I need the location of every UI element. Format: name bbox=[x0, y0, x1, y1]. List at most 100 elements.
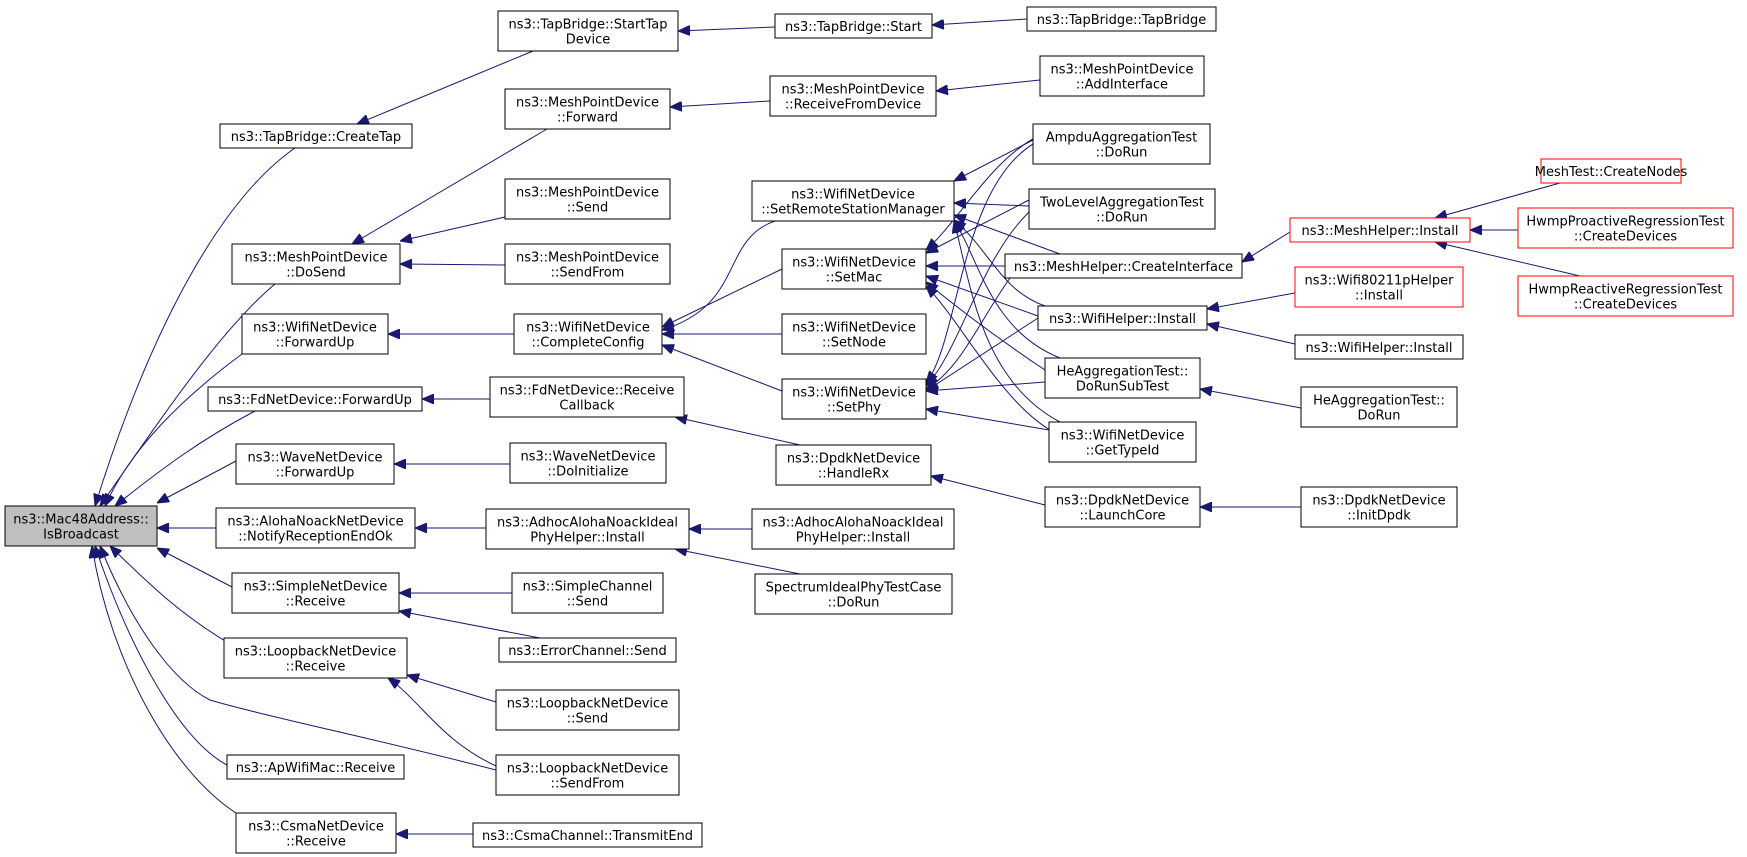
node-n50[interactable]: HwmpReactiveRegressionTest::CreateDevice… bbox=[1517, 275, 1734, 317]
node-n8[interactable]: ns3::SimpleNetDevice::Receive bbox=[231, 572, 400, 614]
node-box bbox=[1294, 266, 1464, 308]
node-n36[interactable]: AmpduAggregationTest::DoRun bbox=[1032, 123, 1211, 165]
node-n44[interactable]: ns3::Wifi80211pHelper::Install bbox=[1294, 266, 1464, 308]
node-label-line: ns3::MeshPointDevice bbox=[781, 83, 924, 98]
node-n49[interactable]: HwmpProactiveRegressionTest::CreateDevic… bbox=[1517, 207, 1734, 249]
node-n47[interactable]: ns3::DpdkNetDevice::InitDpdk bbox=[1300, 486, 1458, 528]
edge-n46-to-n40 bbox=[1200, 389, 1302, 409]
node-n1[interactable]: ns3::Mac48Address::IsBroadcast bbox=[4, 505, 158, 547]
node-n15[interactable]: ns3::MeshPointDevice::SendFrom bbox=[504, 243, 671, 285]
node-box bbox=[1026, 6, 1217, 32]
edge-n41-to-n28 bbox=[926, 286, 1051, 431]
node-label-line: ns3::LoopbackNetDevice bbox=[507, 697, 668, 712]
node-n20[interactable]: ns3::SimpleChannel::Send bbox=[511, 572, 664, 614]
node-n24[interactable]: ns3::CsmaChannel::TransmitEnd bbox=[472, 822, 703, 848]
node-box bbox=[1004, 253, 1243, 279]
node-label-line: ::InitDpdk bbox=[1347, 509, 1411, 524]
node-n31[interactable]: ns3::DpdkNetDevice::HandleRx bbox=[775, 444, 932, 486]
node-box bbox=[4, 505, 158, 547]
node-box bbox=[751, 180, 955, 222]
node-n5[interactable]: ns3::FdNetDevice::ForwardUp bbox=[207, 386, 423, 412]
node-label-line: ::Send bbox=[567, 712, 609, 727]
node-label-line: ::SetPhy bbox=[827, 401, 881, 416]
node-label-line: ns3::AlohaNoackNetDevice bbox=[227, 515, 403, 530]
node-label-line: ::SendFrom bbox=[551, 266, 625, 281]
node-label-line: DoRunSubTest bbox=[1076, 380, 1169, 395]
node-box bbox=[754, 573, 953, 615]
edge-n38-to-n27 bbox=[954, 215, 1061, 255]
node-label-line: PhyHelper::Install bbox=[530, 531, 644, 546]
node-label-line: ::LaunchCore bbox=[1080, 509, 1166, 524]
node-n14[interactable]: ns3::MeshPointDevice::Send bbox=[504, 178, 671, 220]
edge-n50-to-n43 bbox=[1435, 242, 1581, 277]
edge-n15-to-n3 bbox=[400, 264, 506, 265]
node-n39[interactable]: ns3::WifiHelper::Install bbox=[1037, 305, 1208, 331]
node-n13[interactable]: ns3::MeshPointDevice::Forward bbox=[504, 88, 671, 130]
node-n6[interactable]: ns3::WaveNetDevice::ForwardUp bbox=[235, 443, 395, 485]
node-n46[interactable]: HeAggregationTest::DoRun bbox=[1300, 386, 1458, 428]
node-n40[interactable]: HeAggregationTest::DoRunSubTest bbox=[1044, 357, 1201, 399]
node-n34[interactable]: ns3::TapBridge::TapBridge bbox=[1026, 6, 1217, 32]
node-n2[interactable]: ns3::TapBridge::CreateTap bbox=[219, 123, 413, 149]
node-box bbox=[231, 243, 401, 285]
edge-n48-to-n43 bbox=[1435, 182, 1561, 218]
node-label-line: ns3::Wifi80211pHelper bbox=[1305, 274, 1455, 289]
node-n3[interactable]: ns3::MeshPointDevice::DoSend bbox=[231, 243, 401, 285]
node-box bbox=[495, 754, 680, 796]
node-n35[interactable]: ns3::MeshPointDevice::AddInterface bbox=[1039, 55, 1205, 97]
node-n11[interactable]: ns3::CsmaNetDevice::Receive bbox=[235, 812, 397, 854]
node-box bbox=[769, 75, 937, 117]
node-box bbox=[504, 178, 671, 220]
node-n48[interactable]: MeshTest::CreateNodes bbox=[1535, 158, 1688, 184]
node-n19[interactable]: ns3::AdhocAlohaNoackIdealPhyHelper::Inst… bbox=[485, 508, 690, 550]
node-label-line: ::Send bbox=[567, 595, 609, 610]
node-label-line: ::CompleteConfig bbox=[531, 336, 644, 351]
node-n21[interactable]: ns3::ErrorChannel::Send bbox=[498, 637, 677, 663]
node-n29[interactable]: ns3::WifiNetDevice::SetNode bbox=[781, 313, 927, 355]
node-label-line: PhyHelper::Install bbox=[796, 531, 910, 546]
node-n23[interactable]: ns3::LoopbackNetDevice::SendFrom bbox=[495, 754, 680, 796]
node-n38[interactable]: ns3::MeshHelper::CreateInterface bbox=[1004, 253, 1243, 279]
node-label-line: ::ForwardUp bbox=[276, 336, 355, 351]
node-n33[interactable]: SpectrumIdealPhyTestCase::DoRun bbox=[754, 573, 953, 615]
node-n7[interactable]: ns3::AlohaNoackNetDevice::NotifyReceptio… bbox=[215, 507, 416, 549]
node-label-line: ::HandleRx bbox=[818, 467, 890, 482]
node-n10[interactable]: ns3::ApWifiMac::Receive bbox=[226, 754, 405, 780]
node-label-line: ns3::SimpleChannel bbox=[523, 580, 653, 595]
node-n25[interactable]: ns3::TapBridge::Start bbox=[774, 13, 933, 39]
node-n26[interactable]: ns3::MeshPointDevice::ReceiveFromDevice bbox=[769, 75, 937, 117]
node-label-line: ns3::ApWifiMac::Receive bbox=[236, 761, 396, 776]
node-n4[interactable]: ns3::WifiNetDevice::ForwardUp bbox=[241, 313, 389, 355]
edge-n28-to-n16 bbox=[662, 268, 783, 327]
node-n18[interactable]: ns3::WaveNetDevice::DoInitialize bbox=[509, 442, 667, 484]
edge-n11-to-n1 bbox=[92, 546, 237, 814]
node-n27[interactable]: ns3::WifiNetDevice::SetRemoteStationMana… bbox=[751, 180, 955, 222]
edge-n23-to-n1 bbox=[100, 546, 497, 771]
node-label-line: HeAggregationTest:: bbox=[1057, 365, 1189, 380]
node-label-line: ::Send bbox=[567, 201, 609, 216]
node-n30[interactable]: ns3::WifiNetDevice::SetPhy bbox=[781, 378, 927, 420]
edge-n39-to-n28 bbox=[926, 276, 1039, 317]
node-n16[interactable]: ns3::WifiNetDevice::CompleteConfig bbox=[513, 313, 663, 355]
node-n41[interactable]: ns3::WifiNetDevice::GetTypeId bbox=[1048, 421, 1197, 463]
edge-n26-to-n13 bbox=[670, 100, 771, 107]
node-box bbox=[226, 754, 405, 780]
node-n28[interactable]: ns3::WifiNetDevice::SetMac bbox=[781, 248, 927, 290]
node-label-line: Callback bbox=[559, 399, 615, 414]
node-label-line: ::DoInitialize bbox=[547, 465, 628, 480]
node-box bbox=[513, 313, 663, 355]
node-n32[interactable]: ns3::AdhocAlohaNoackIdealPhyHelper::Inst… bbox=[751, 508, 955, 550]
edge-n10-to-n1 bbox=[95, 546, 228, 766]
node-n42[interactable]: ns3::DpdkNetDevice::LaunchCore bbox=[1044, 486, 1201, 528]
node-box bbox=[231, 572, 400, 614]
node-label-line: ::CreateDevices bbox=[1574, 230, 1677, 245]
node-n37[interactable]: TwoLevelAggregationTest::DoRun bbox=[1028, 188, 1216, 230]
edge-n37-to-n30 bbox=[926, 211, 1030, 386]
node-n9[interactable]: ns3::LoopbackNetDevice::Receive bbox=[223, 637, 408, 679]
node-n22[interactable]: ns3::LoopbackNetDevice::Send bbox=[495, 689, 680, 731]
node-n45[interactable]: ns3::WifiHelper::Install bbox=[1294, 334, 1464, 360]
node-n43[interactable]: ns3::MeshHelper::Install bbox=[1289, 217, 1471, 243]
